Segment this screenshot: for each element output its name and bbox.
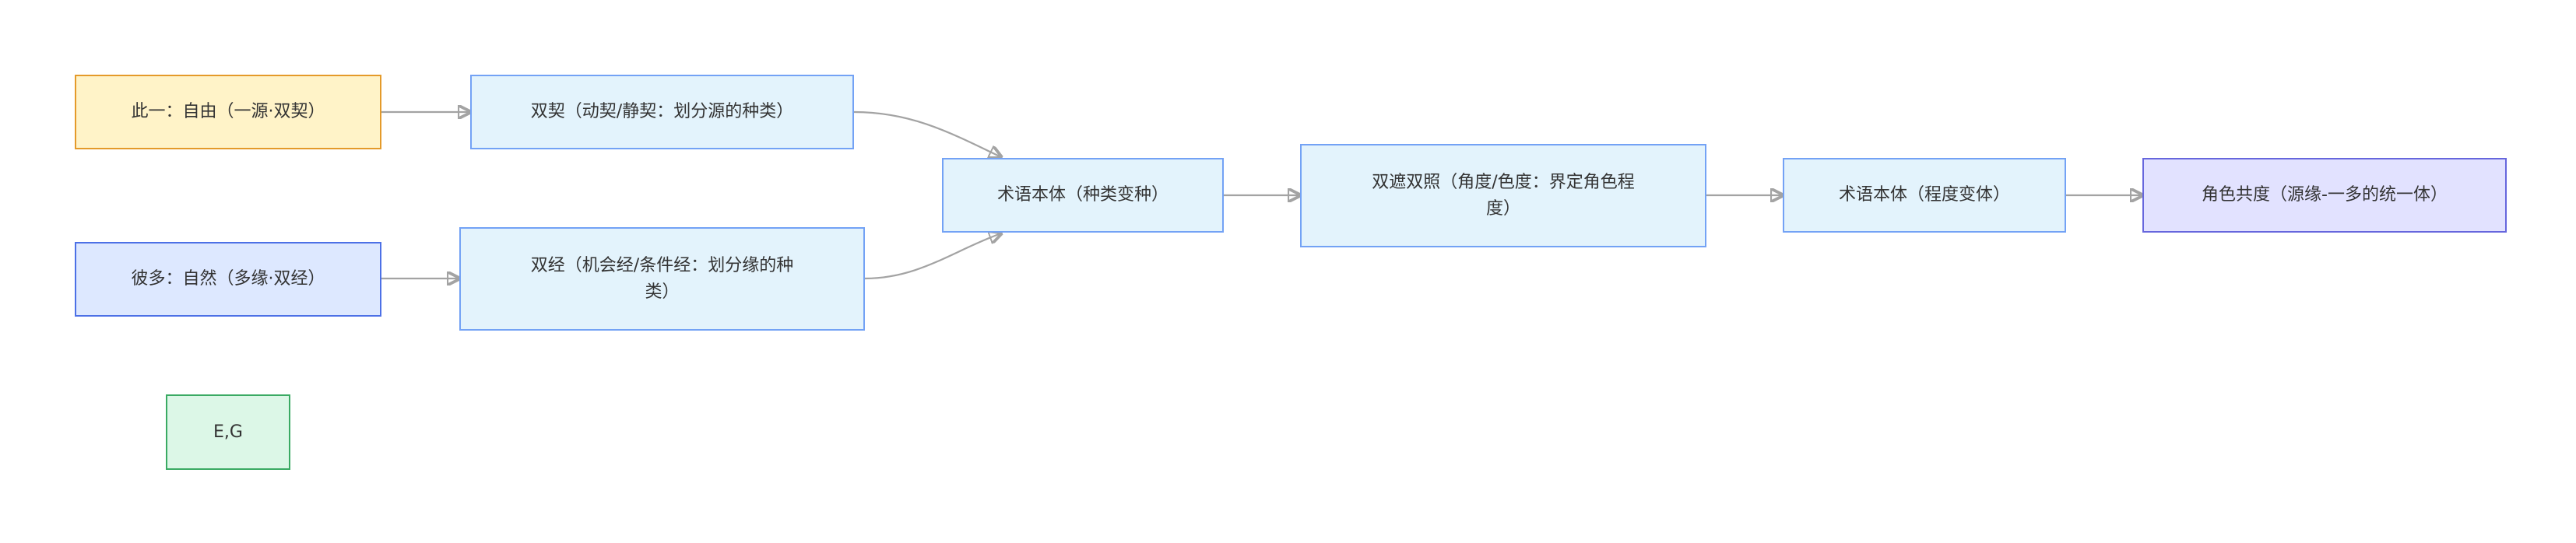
node-juese-label: 角色共度（源缘-一多的统一体） [2202,185,2448,205]
node-shuyu-zhonglei: 术语本体（种类变种） [942,158,1224,233]
node-shuyu-zhonglei-label: 术语本体（种类变种） [996,185,1169,205]
node-shuyu-chengdu-label: 术语本体（程度变体） [1838,185,2010,205]
node-cixyi: 此一：自由（一源·双契） [75,75,381,149]
node-eg: E,G [166,394,290,470]
node-biduo-label: 彼多：自然（多缘·双经） [131,269,325,289]
node-shuangqi: 双契（动契/静契：划分源的种类） [470,75,854,149]
node-shuangzhe: 双遮双照（角度/色度：界定角色程 度） [1300,144,1706,247]
node-shuangzhe-line1: 双遮双照（角度/色度：界定角色程 [1372,172,1635,192]
node-shuangjing: 双经（机会经/条件经：划分缘的种 类） [459,227,865,331]
node-shuangjing-line1: 双经（机会经/条件经：划分缘的种 [530,255,794,275]
node-shuyu-chengdu: 术语本体（程度变体） [1783,158,2066,233]
node-shuangqi-label: 双契（动契/静契：划分源的种类） [530,102,794,121]
node-juese: 角色共度（源缘-一多的统一体） [2142,158,2507,233]
node-cixyi-label: 此一：自由（一源·双契） [131,102,325,121]
edge-shuangjing-to-shuyu-zhonglei [864,233,1001,280]
node-biduo: 彼多：自然（多缘·双经） [75,242,381,317]
edge-shuangqi-to-shuyu-zhonglei [853,110,1001,157]
node-eg-label: E,G [213,422,243,442]
node-shuangjing-line2: 类） [645,282,680,302]
node-shuangzhe-line2: 度） [1485,198,1520,219]
